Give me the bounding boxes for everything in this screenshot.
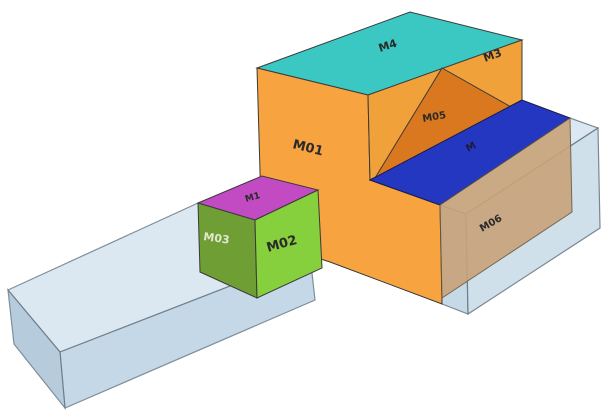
- small-cube: [196, 175, 323, 299]
- label-left-side: M03: [203, 230, 231, 247]
- label-tri-face: M05: [422, 110, 447, 125]
- left-glass-side: [7, 288, 66, 410]
- label-left-top: M1: [244, 191, 261, 205]
- label-blue-top: M: [464, 140, 478, 154]
- small-cube-front-face: [254, 189, 323, 299]
- tan-box-front: [439, 117, 573, 299]
- label-main-top: M4: [377, 37, 399, 55]
- label-tri-top: M3: [482, 46, 504, 65]
- tan-box: [439, 117, 573, 299]
- label-main-front: M01: [291, 137, 325, 159]
